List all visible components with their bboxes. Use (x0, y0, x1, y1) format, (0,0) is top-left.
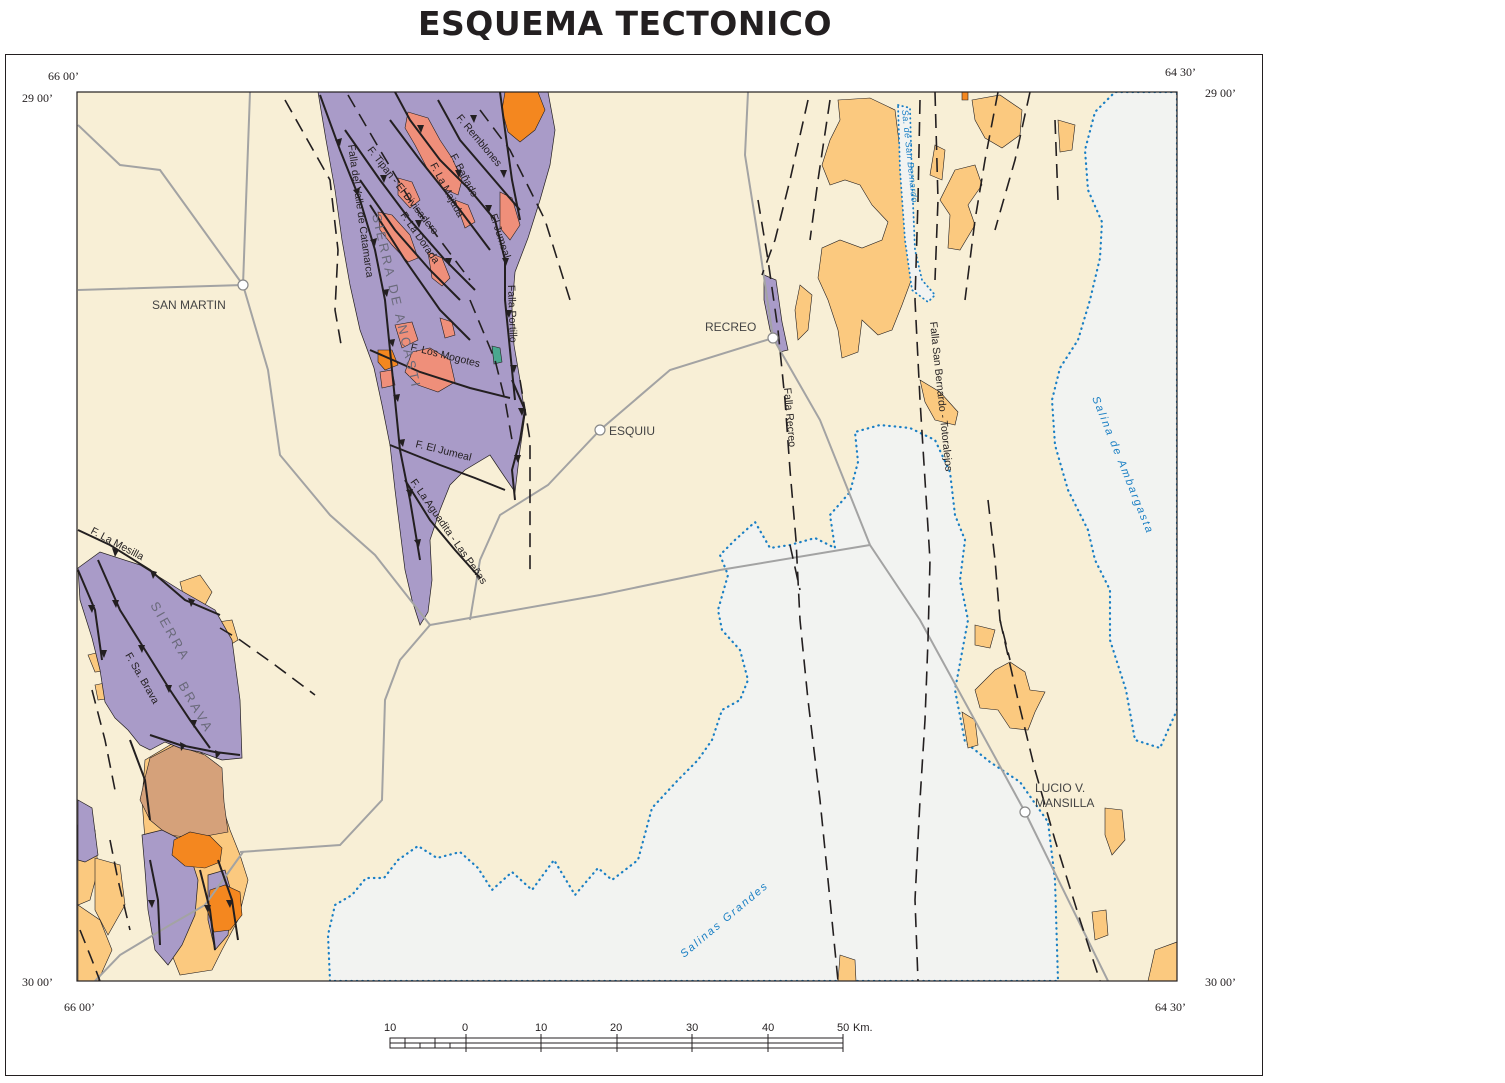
fault-label-recreo: Falla Recreo (781, 387, 798, 448)
road-network (77, 92, 1109, 981)
scale-bar: 10 0 10 20 30 40 50 Km. (384, 1022, 873, 1052)
town-label-lucio: LUCIO V. (1035, 781, 1085, 795)
scale-tick-label: 40 (762, 1022, 774, 1034)
town-label-esquiu: ESQUIU (609, 424, 655, 438)
town-marker-esquiu (594, 424, 606, 436)
coord-bottom-right-lat: 30 00’ (1205, 975, 1236, 989)
coord-top-left-lat: 29 00’ (22, 91, 53, 105)
map-border (76, 91, 1178, 982)
town-label-recreo: RECREO (705, 320, 756, 334)
granite-bodies (377, 111, 521, 393)
coord-top-right-lon: 64 30’ (1165, 65, 1196, 79)
town-marker-san-martin (237, 279, 249, 291)
salinas-grandes-area (326, 423, 1060, 981)
scale-unit-label: Km. (853, 1022, 873, 1034)
coord-bottom-left-lat: 30 00’ (22, 975, 53, 989)
san-bernardo-strip (897, 103, 937, 304)
scale-tick-label: 30 (686, 1022, 698, 1034)
town-label-san-martin: SAN MARTIN (152, 298, 226, 312)
coord-top-left-lon: 66 00’ (48, 69, 79, 83)
thrust-teeth (88, 115, 525, 913)
coord-bottom-left-lon: 66 00’ (64, 1000, 95, 1014)
coord-bottom-right-lon: 64 30’ (1155, 1000, 1186, 1014)
scale-tick-label: 10 (384, 1022, 396, 1034)
scale-tick-label: 0 (462, 1022, 468, 1034)
town-marker-lucio-mansilla (1019, 806, 1031, 818)
fault-label-portillo: Falla Portillo (505, 285, 519, 343)
salina-ambargasta-area (1050, 92, 1177, 750)
town-label-mansilla: MANSILLA (1035, 796, 1094, 810)
inferred-faults (79, 92, 1101, 981)
coord-top-right-lat: 29 00’ (1205, 86, 1236, 100)
scale-tick-label: 20 (610, 1022, 622, 1034)
map-area: SAN MARTIN RECREO ESQUIU LUCIO V. MANSIL… (77, 92, 1177, 981)
town-marker-recreo (767, 332, 779, 344)
green-unit-area (491, 345, 503, 365)
map-title: ESQUEMA TECTONICO (417, 4, 833, 43)
scale-tick-label: 50 (837, 1022, 849, 1034)
scale-tick-label: 10 (535, 1022, 547, 1034)
brown-unit-area (139, 744, 229, 839)
